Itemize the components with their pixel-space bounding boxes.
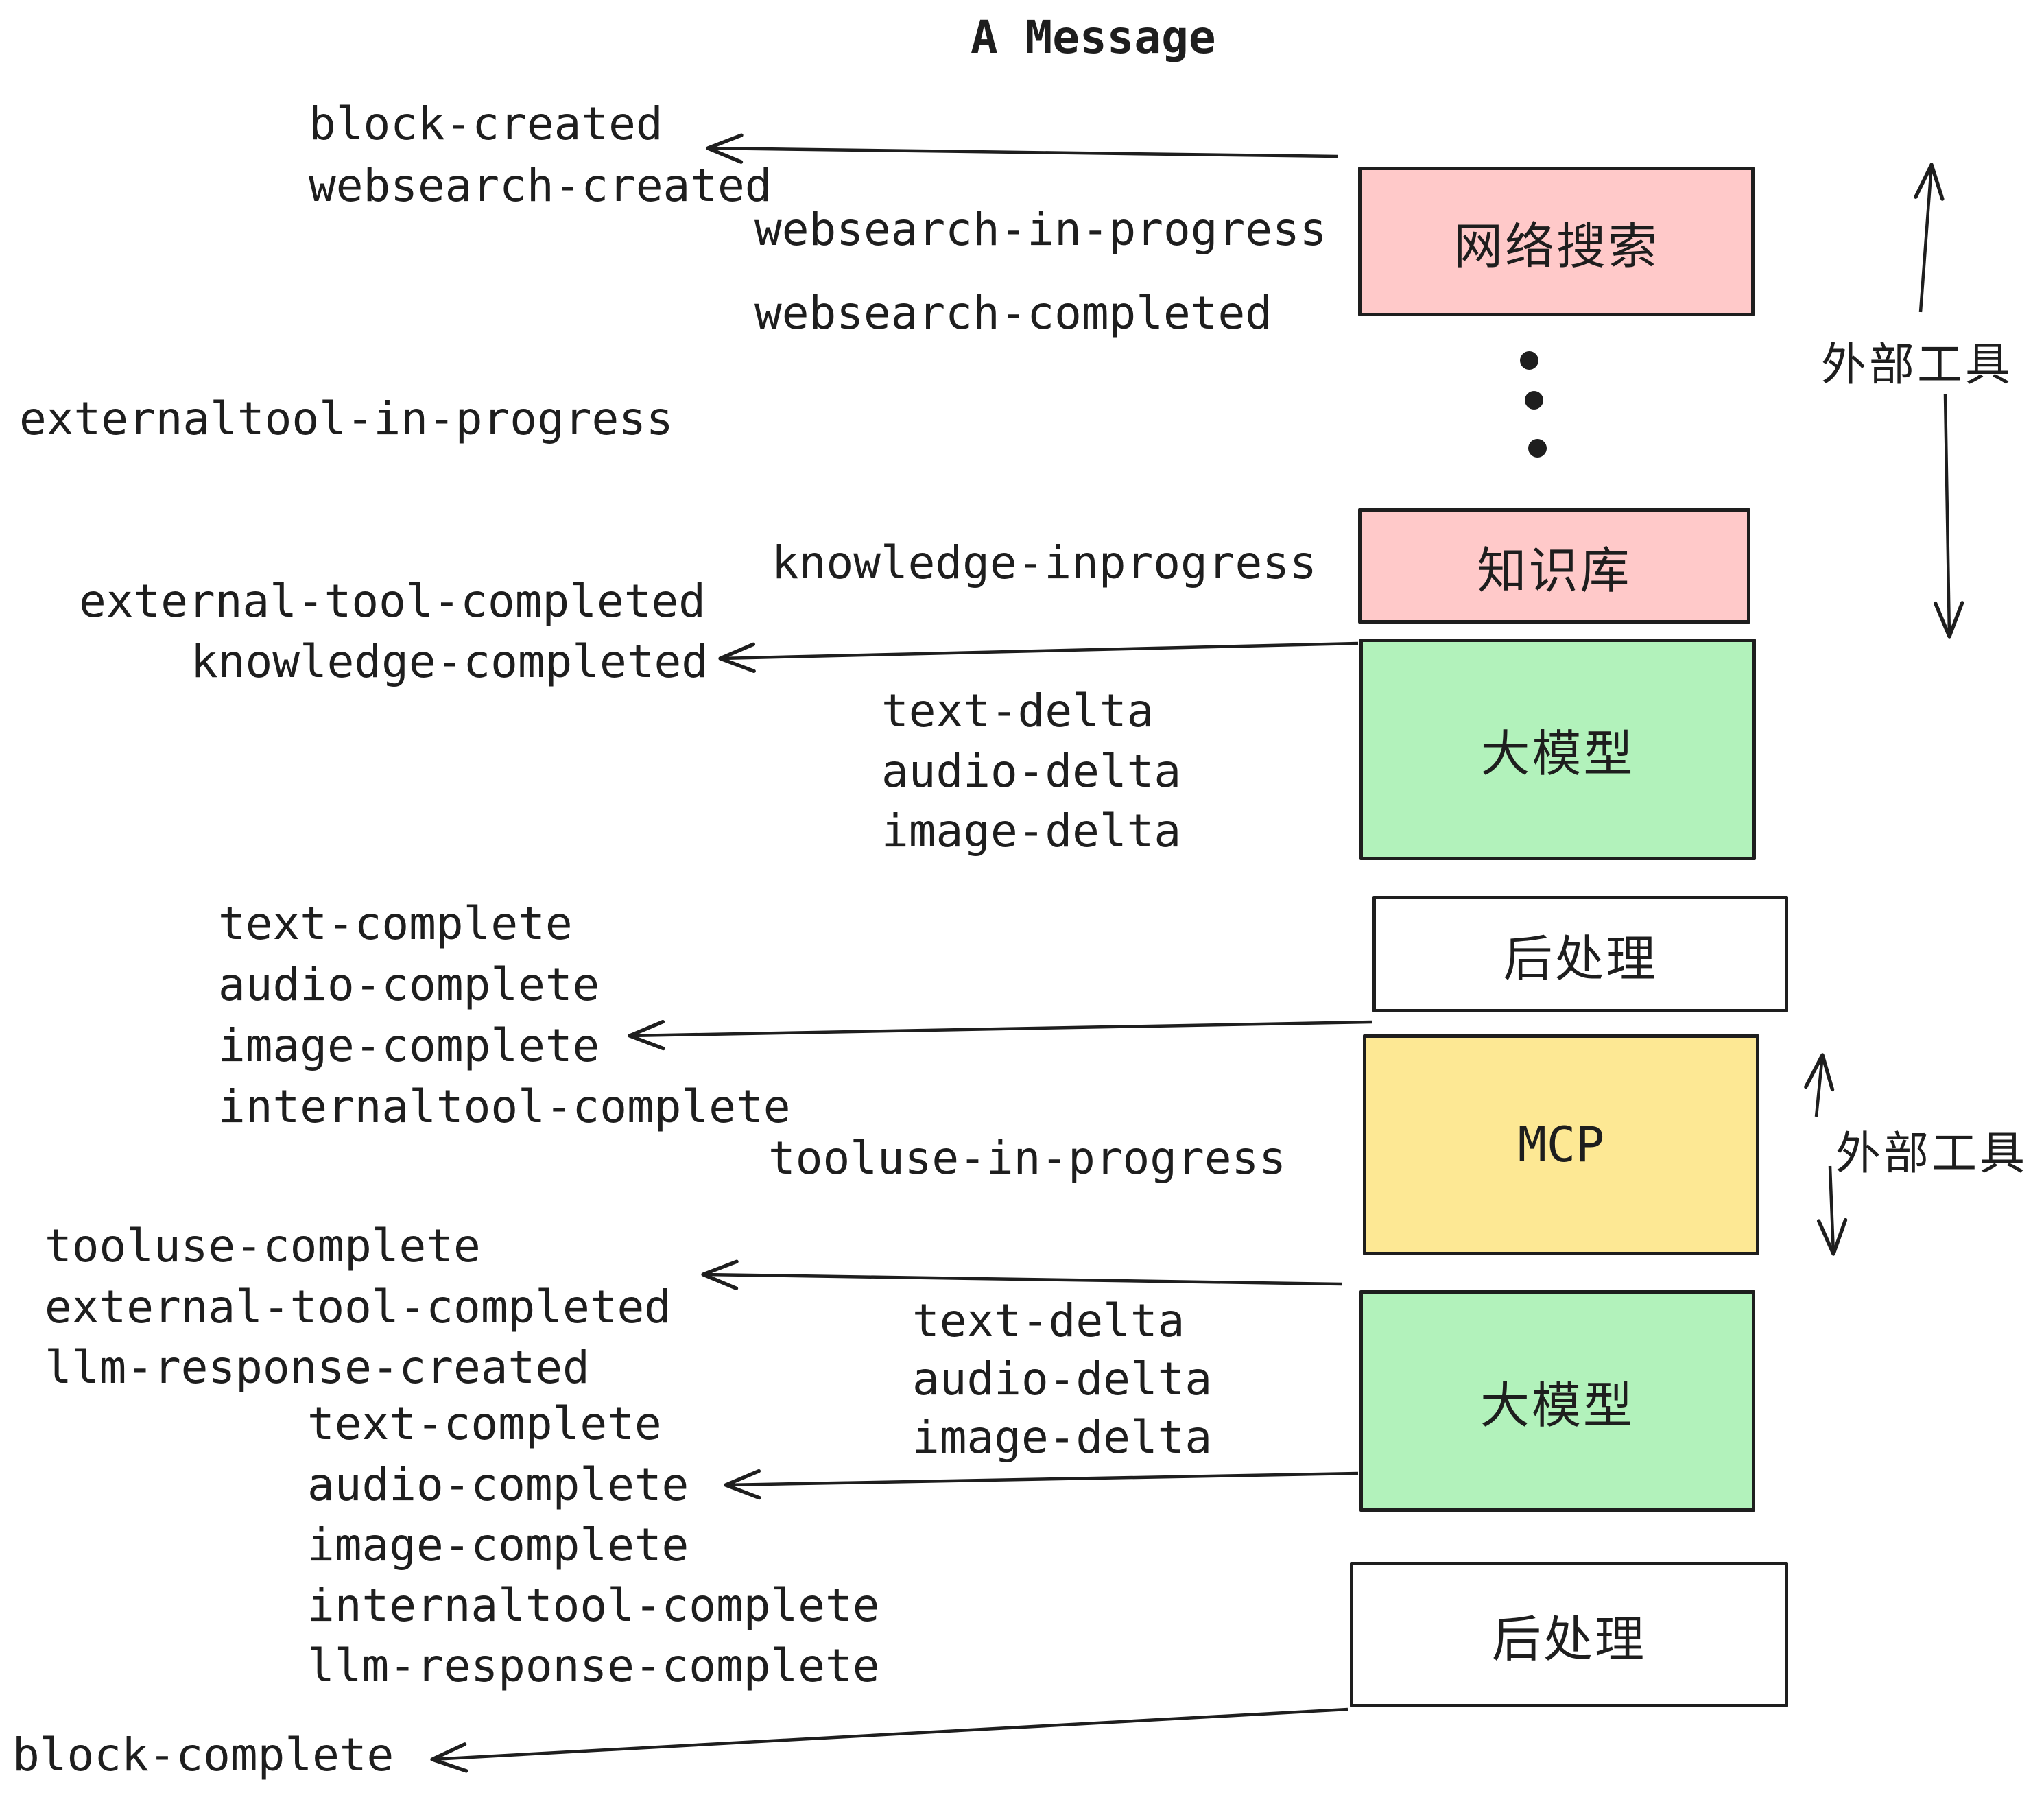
event-label-image-complete-2: image-complete bbox=[307, 1519, 689, 1571]
event-label-knowledge-inprogress: knowledge-inprogress bbox=[772, 536, 1317, 589]
event-label-audio-complete-2: audio-complete bbox=[307, 1458, 689, 1511]
event-label-text-complete-1: text-complete bbox=[218, 897, 573, 950]
box-postprocess-1: 后处理 bbox=[1372, 896, 1788, 1012]
event-label-internaltool-complete-1: internaltool-complete bbox=[218, 1080, 791, 1133]
event-label-image-delta-1: image-delta bbox=[881, 805, 1182, 857]
event-label-llm-response-created: llm-response-created bbox=[45, 1341, 590, 1394]
arrow-to-block-created bbox=[706, 133, 1338, 164]
event-label-audio-delta-2: audio-delta bbox=[912, 1353, 1213, 1405]
box-llm-2-label: 大模型 bbox=[1479, 1379, 1635, 1434]
event-label-externaltool-in-progress: externaltool-in-progress bbox=[19, 392, 674, 445]
box-llm-1-label: 大模型 bbox=[1480, 727, 1635, 782]
event-label-tooluse-in-progress: tooluse-in-progress bbox=[768, 1132, 1286, 1185]
arrow-to-block-complete bbox=[430, 1707, 1348, 1773]
arrow-to-audio-complete bbox=[724, 1469, 1359, 1500]
ellipsis-dot bbox=[1525, 391, 1543, 410]
event-label-block-complete: block-complete bbox=[12, 1729, 394, 1781]
box-knowledge: 知识库 bbox=[1358, 508, 1750, 624]
diagram-title: A Message bbox=[971, 11, 1216, 64]
event-label-websearch-in-progress: websearch-in-progress bbox=[754, 203, 1327, 256]
event-label-text-complete-2: text-complete bbox=[307, 1397, 662, 1450]
event-label-tooluse-complete: tooluse-complete bbox=[45, 1220, 481, 1272]
event-label-audio-delta-1: audio-delta bbox=[881, 745, 1182, 798]
event-label-audio-complete-1: audio-complete bbox=[218, 958, 600, 1011]
ellipsis-dot bbox=[1528, 439, 1547, 458]
external-tools-top-down-arrow bbox=[1933, 394, 1964, 639]
box-mcp: MCP bbox=[1363, 1034, 1759, 1255]
arrow-to-knowledge-completed bbox=[718, 641, 1359, 674]
event-label-text-delta-2: text-delta bbox=[912, 1294, 1185, 1347]
box-mcp-label: MCP bbox=[1517, 1117, 1605, 1173]
box-postprocess-2-label: 后处理 bbox=[1491, 1612, 1646, 1667]
external-tools-bottom-down-arrow bbox=[1816, 1165, 1848, 1256]
box-knowledge-label: 知识库 bbox=[1477, 543, 1632, 599]
event-label-text-delta-1: text-delta bbox=[881, 685, 1154, 737]
arrow-to-image-complete bbox=[628, 1019, 1372, 1051]
box-websearch-label: 网络搜索 bbox=[1453, 219, 1659, 274]
box-postprocess-1-label: 后处理 bbox=[1503, 931, 1658, 987]
event-label-llm-response-complete: llm-response-complete bbox=[307, 1639, 880, 1692]
ellipsis-dot bbox=[1520, 351, 1538, 370]
external-tools-top-up-arrow bbox=[1914, 163, 1945, 313]
box-llm-2: 大模型 bbox=[1359, 1290, 1755, 1512]
event-label-websearch-completed: websearch-completed bbox=[754, 287, 1272, 340]
event-label-internaltool-complete-2: internaltool-complete bbox=[307, 1579, 880, 1632]
event-label-knowledge-completed: knowledge-completed bbox=[191, 635, 709, 688]
box-llm-1: 大模型 bbox=[1359, 639, 1756, 860]
box-websearch: 网络搜索 bbox=[1358, 167, 1755, 316]
event-label-block-created: block-created bbox=[309, 97, 663, 150]
side-label-external-tools-top: 外部工具 bbox=[1821, 339, 2013, 390]
box-postprocess-2: 后处理 bbox=[1350, 1562, 1788, 1707]
event-label-external-tool-completed-2: external-tool-completed bbox=[45, 1281, 672, 1333]
event-label-image-complete-1: image-complete bbox=[218, 1019, 600, 1072]
external-tools-bottom-up-arrow bbox=[1804, 1053, 1835, 1117]
arrow-to-tooluse-complete bbox=[701, 1259, 1343, 1290]
event-label-websearch-created: websearch-created bbox=[309, 159, 772, 212]
event-label-image-delta-2: image-delta bbox=[912, 1411, 1213, 1464]
event-label-external-tool-completed-1: external-tool-completed bbox=[79, 575, 706, 628]
side-label-external-tools-bottom: 外部工具 bbox=[1835, 1128, 2028, 1178]
